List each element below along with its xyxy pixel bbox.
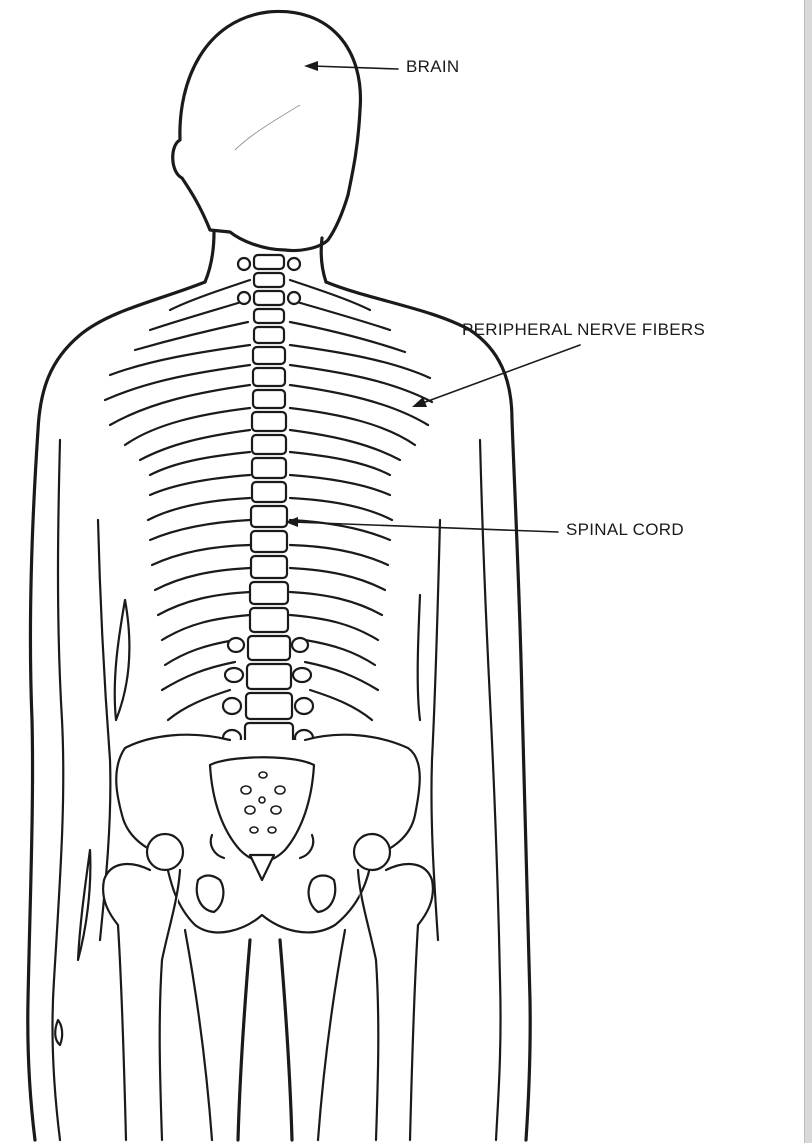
- brain-label: BRAIN: [406, 57, 459, 77]
- spinal-cord-label: SPINAL CORD: [566, 520, 684, 540]
- head-outline: [173, 11, 361, 282]
- spinal-column: [223, 255, 313, 749]
- leader-brain: [304, 61, 398, 71]
- peripheral-nerves-right: [290, 280, 432, 720]
- peripheral-nerves-left: [105, 280, 250, 720]
- peripheral-nerve-fibers-label: PERIPHERAL NERVE FIBERS: [462, 320, 705, 340]
